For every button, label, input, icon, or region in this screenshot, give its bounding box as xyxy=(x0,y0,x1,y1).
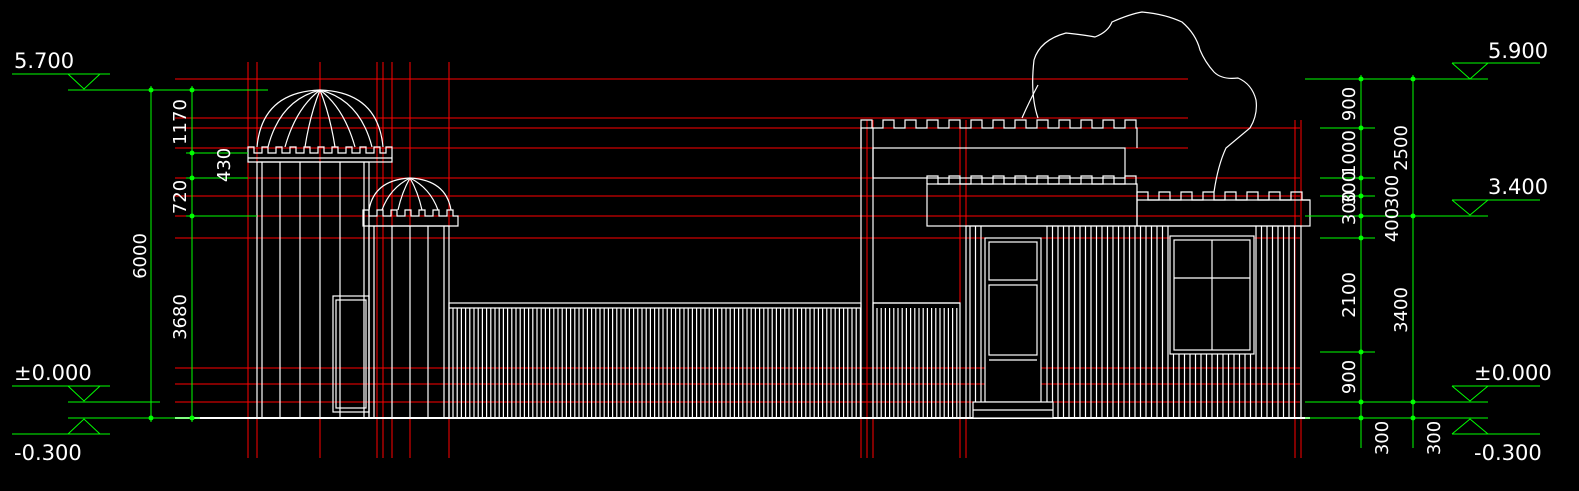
dim-right-opening: 2100 xyxy=(1339,272,1360,318)
dim-right-base-outer: 300 xyxy=(1424,421,1445,455)
dimension-labels: 6000 1170 430 720 3680 900 1000 300 300 … xyxy=(130,87,1445,455)
dimension-lines xyxy=(12,62,1540,448)
level-right-bottom: -0.300 xyxy=(1474,441,1542,465)
level-right-top: 5.900 xyxy=(1488,39,1548,63)
level-right-zero: ±0.000 xyxy=(1474,361,1552,385)
building-outlines xyxy=(175,11,1311,419)
dim-left-body: 3680 xyxy=(170,294,191,340)
dim-left-total: 6000 xyxy=(130,233,151,279)
dim-right-wall: 3400 xyxy=(1391,287,1412,333)
dim-right-battlement-b: 300 xyxy=(1339,191,1360,225)
level-right-mid: 3.400 xyxy=(1488,175,1548,199)
dim-right-fascia: 400 xyxy=(1382,208,1403,242)
level-labels: 5.700 ±0.000 -0.300 5.900 3.400 ±0.000 -… xyxy=(14,39,1552,465)
dim-right-sill: 900 xyxy=(1339,360,1360,394)
dim-right-base-inner: 300 xyxy=(1372,421,1393,455)
dim-right-300-mid: 300 xyxy=(1382,175,1403,209)
dim-right-battlement-a: 300 xyxy=(1339,171,1360,205)
level-left-top: 5.700 xyxy=(14,49,74,73)
dimension-dots xyxy=(148,76,1416,421)
dim-left-battlement: 430 xyxy=(214,148,235,182)
dim-left-upper-band: 720 xyxy=(170,180,191,214)
dim-right-roof: 2500 xyxy=(1391,125,1412,171)
level-left-zero: ±0.000 xyxy=(14,361,92,385)
dim-right-wall-band: 1000 xyxy=(1339,130,1360,176)
dim-right-top-parapet: 900 xyxy=(1339,87,1360,121)
dim-left-dome: 1170 xyxy=(170,99,191,145)
level-left-bottom: -0.300 xyxy=(14,441,82,465)
